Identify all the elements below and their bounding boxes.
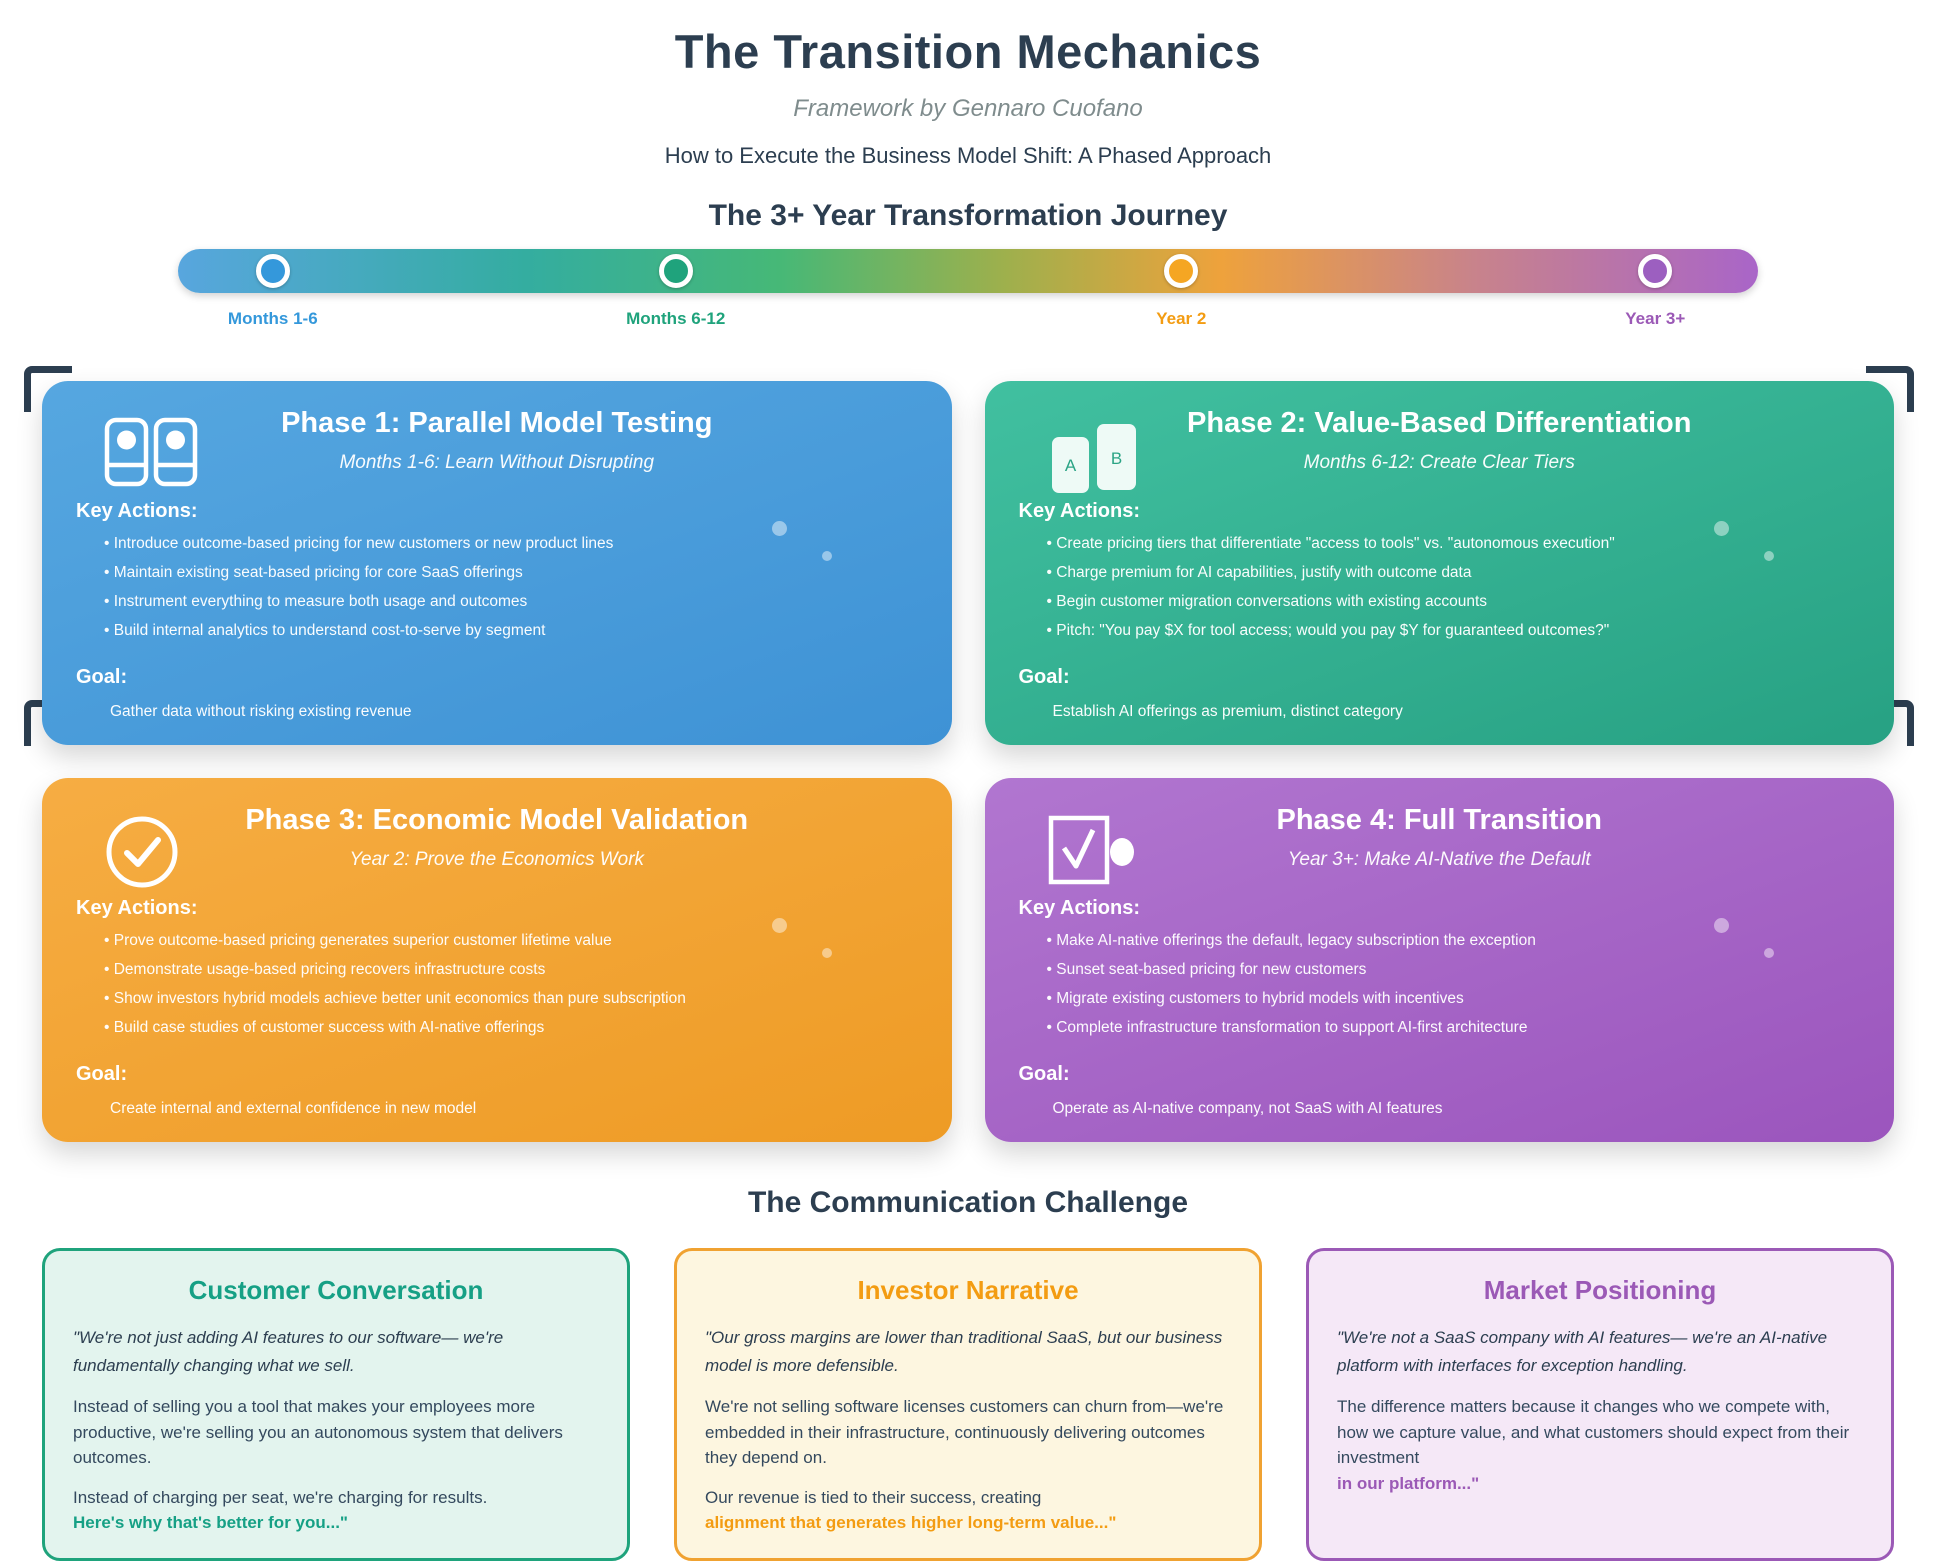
- phase-grid: Phase 1: Parallel Model Testing Months 1…: [42, 381, 1894, 1142]
- key-action-item: Begin customer migration conversations w…: [1047, 593, 1861, 611]
- decor-dot: [771, 521, 787, 536]
- comm-highlight: in our platform...": [1337, 1473, 1480, 1493]
- phase-subtitle: Months 1-6: Learn Without Disrupting: [339, 452, 655, 473]
- comm-paragraph: Instead of selling you a tool that makes…: [73, 1397, 563, 1468]
- ab-tiers-icon: A B: [1047, 417, 1141, 504]
- timeline-labels: Months 1-6 Months 6-12 Year 2 Year 3+: [178, 309, 1758, 339]
- key-action-item: Create pricing tiers that differentiate …: [1047, 535, 1861, 553]
- comm-closing: Instead of charging per seat, we're char…: [73, 1487, 488, 1533]
- key-action-item: Build case studies of customer success w…: [104, 1019, 918, 1037]
- phase-subtitle: Year 2: Prove the Economics Work: [349, 849, 645, 870]
- communication-cards: Customer Conversation "We're not just ad…: [42, 1248, 1894, 1561]
- comm-closing: The difference matters because it change…: [1337, 1397, 1850, 1493]
- page-title: The Transition Mechanics: [674, 25, 1262, 78]
- header: The Transition Mechanics Framework by Ge…: [42, 24, 1894, 169]
- corner-bracket-icon: [1866, 366, 1914, 412]
- key-actions-list: Create pricing tiers that differentiate …: [1019, 535, 1861, 640]
- key-action-item: Prove outcome-based pricing generates su…: [104, 932, 918, 950]
- key-action-item: Introduce outcome-based pricing for new …: [104, 535, 918, 553]
- timeline-marker-months-1-6: [255, 254, 290, 288]
- goal-text: Gather data without risking existing rev…: [110, 703, 412, 720]
- phase-subtitle: Months 6-12: Create Clear Tiers: [1303, 452, 1575, 473]
- key-actions-label: Key Actions:: [1018, 897, 1141, 919]
- timeline-marker-year-2: [1164, 254, 1199, 288]
- comm-highlight: alignment that generates higher long-ter…: [705, 1513, 1117, 1533]
- phase-2-card: A B Phase 2: Value-Based Differentiation…: [984, 381, 1894, 745]
- key-action-item: Sunset seat-based pricing for new custom…: [1047, 961, 1861, 979]
- phase-3-card: Phase 3: Economic Model Validation Year …: [42, 778, 952, 1142]
- key-actions-label: Key Actions:: [76, 500, 198, 522]
- key-actions-list: Introduce outcome-based pricing for new …: [76, 535, 918, 640]
- decor-dot: [1764, 551, 1774, 561]
- key-action-item: Complete infrastructure transformation t…: [1047, 1019, 1861, 1037]
- goal-label: Goal:: [76, 666, 128, 688]
- goal-text: Create internal and external confidence …: [110, 1100, 477, 1117]
- phase-4-card: Phase 4: Full Transition Year 3+: Make A…: [984, 778, 1894, 1142]
- phase-subtitle: Year 3+: Make AI-Native the Default: [1287, 849, 1591, 870]
- key-action-item: Pitch: "You pay $X for tool access; woul…: [1047, 622, 1861, 640]
- check-circle-icon: [104, 814, 180, 895]
- infographic-page: The Transition Mechanics Framework by Ge…: [0, 0, 1936, 1386]
- key-action-item: Maintain existing seat-based pricing for…: [104, 564, 918, 582]
- decor-dot: [771, 918, 787, 933]
- key-action-item: Make AI-native offerings the default, le…: [1047, 932, 1861, 950]
- key-actions-label: Key Actions:: [76, 897, 198, 919]
- phase-title: Phase 3: Economic Model Validation: [245, 804, 749, 836]
- timeline-marker-months-6-12: [658, 254, 693, 288]
- timeline-label: Year 2: [1156, 309, 1207, 328]
- timeline-marker-year-3plus: [1638, 254, 1673, 288]
- phase-1-card: Phase 1: Parallel Model Testing Months 1…: [42, 381, 952, 745]
- svg-text:B: B: [1110, 449, 1121, 468]
- phase-title: Phase 1: Parallel Model Testing: [281, 407, 713, 439]
- goal-label: Goal:: [76, 1063, 128, 1085]
- timeline-label: Months 6-12: [626, 309, 726, 328]
- parallel-panels-icon: [104, 417, 198, 492]
- comm-card-title: Investor Narrative: [857, 1275, 1079, 1305]
- decor-dot: [821, 948, 832, 958]
- key-action-item: Charge premium for AI capabilities, just…: [1047, 564, 1861, 582]
- goal-label: Goal:: [1018, 666, 1070, 688]
- key-action-item: Demonstrate usage-based pricing recovers…: [104, 961, 918, 979]
- svg-text:A: A: [1064, 456, 1076, 475]
- key-actions-list: Make AI-native offerings the default, le…: [1019, 932, 1861, 1037]
- market-positioning-card: Market Positioning "We're not a SaaS com…: [1306, 1248, 1894, 1561]
- key-actions-list: Prove outcome-based pricing generates su…: [76, 932, 918, 1037]
- customer-conversation-card: Customer Conversation "We're not just ad…: [42, 1248, 630, 1561]
- key-action-item: Instrument everything to measure both us…: [104, 593, 918, 611]
- comm-quote: "We're not a SaaS company with AI featur…: [1337, 1328, 1828, 1376]
- key-action-item: Build internal analytics to understand c…: [104, 622, 918, 640]
- communication-heading: The Communication Challenge: [747, 1186, 1189, 1219]
- tagline: How to Execute the Business Model Shift:…: [664, 143, 1272, 168]
- comm-card-title: Market Positioning: [1483, 1275, 1717, 1305]
- goal-text: Establish AI offerings as premium, disti…: [1052, 703, 1403, 720]
- byline: Framework by Gennaro Cuofano: [793, 95, 1143, 122]
- timeline-gradient-bar: [178, 249, 1758, 293]
- decor-dot: [821, 551, 832, 561]
- comm-quote: "We're not just adding AI features to ou…: [73, 1328, 504, 1376]
- comm-highlight: Here's why that's better for you...": [73, 1513, 348, 1533]
- comm-closing: Our revenue is tied to their success, cr…: [705, 1487, 1117, 1533]
- key-actions-label: Key Actions:: [1018, 500, 1141, 522]
- comm-quote: "Our gross margins are lower than tradit…: [705, 1328, 1223, 1376]
- key-action-item: Migrate existing customers to hybrid mod…: [1047, 990, 1861, 1008]
- comm-paragraph: We're not selling software licenses cust…: [705, 1397, 1224, 1468]
- phase-title: Phase 4: Full Transition: [1276, 804, 1602, 836]
- comm-card-title: Customer Conversation: [188, 1275, 484, 1305]
- corner-bracket-icon: [24, 366, 72, 412]
- decor-dot: [1764, 948, 1774, 958]
- timeline-label: Year 3+: [1625, 309, 1686, 328]
- goal-text: Operate as AI-native company, not SaaS w…: [1052, 1100, 1443, 1117]
- key-action-item: Show investors hybrid models achieve bet…: [104, 990, 918, 1008]
- investor-narrative-card: Investor Narrative "Our gross margins ar…: [674, 1248, 1262, 1561]
- checkbox-toggle-icon: [1047, 814, 1151, 891]
- phase-title: Phase 2: Value-Based Differentiation: [1187, 407, 1692, 439]
- timeline-label: Months 1-6: [227, 309, 318, 328]
- timeline: Months 1-6 Months 6-12 Year 2 Year 3+: [178, 249, 1758, 339]
- decor-dot: [1714, 918, 1729, 933]
- journey-heading: The 3+ Year Transformation Journey: [708, 199, 1228, 232]
- decor-dot: [1714, 521, 1729, 536]
- goal-label: Goal:: [1018, 1063, 1070, 1085]
